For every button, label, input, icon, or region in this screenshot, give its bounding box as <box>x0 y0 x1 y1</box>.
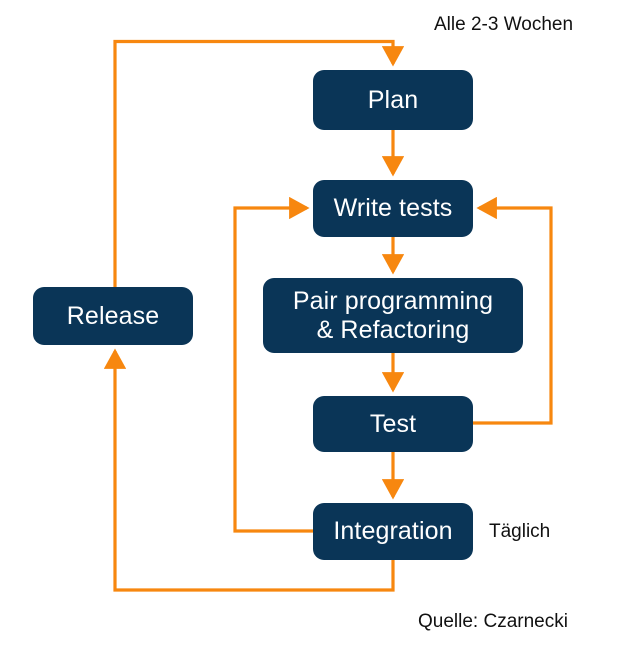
node-integration-label: Integration <box>333 517 453 545</box>
annotation-source-credit: Quelle: Czarnecki <box>418 611 568 632</box>
node-write-tests-label: Write tests <box>333 194 453 222</box>
node-write-tests[interactable]: Write tests <box>313 180 473 237</box>
edge-integration-to-release <box>103 348 395 592</box>
node-release-label: Release <box>66 301 160 330</box>
node-pair-programming[interactable]: Pair programming & Refactoring <box>263 278 523 353</box>
node-integration[interactable]: Integration <box>313 503 473 560</box>
edge-integration-to-write-tests <box>233 196 313 533</box>
edge-test-to-write-tests <box>473 196 553 425</box>
node-test-label: Test <box>369 409 417 438</box>
annotation-iteration-cadence: Alle 2-3 Wochen <box>434 14 574 35</box>
node-release[interactable]: Release <box>33 287 193 345</box>
node-plan[interactable]: Plan <box>313 70 473 130</box>
node-plan-label: Plan <box>367 85 419 114</box>
annotation-integration-cadence: Täglich <box>489 521 551 542</box>
node-test[interactable]: Test <box>313 396 473 452</box>
node-pair-programming-label: Pair programming & Refactoring <box>292 286 494 344</box>
edge-release-to-plan <box>113 39 405 287</box>
